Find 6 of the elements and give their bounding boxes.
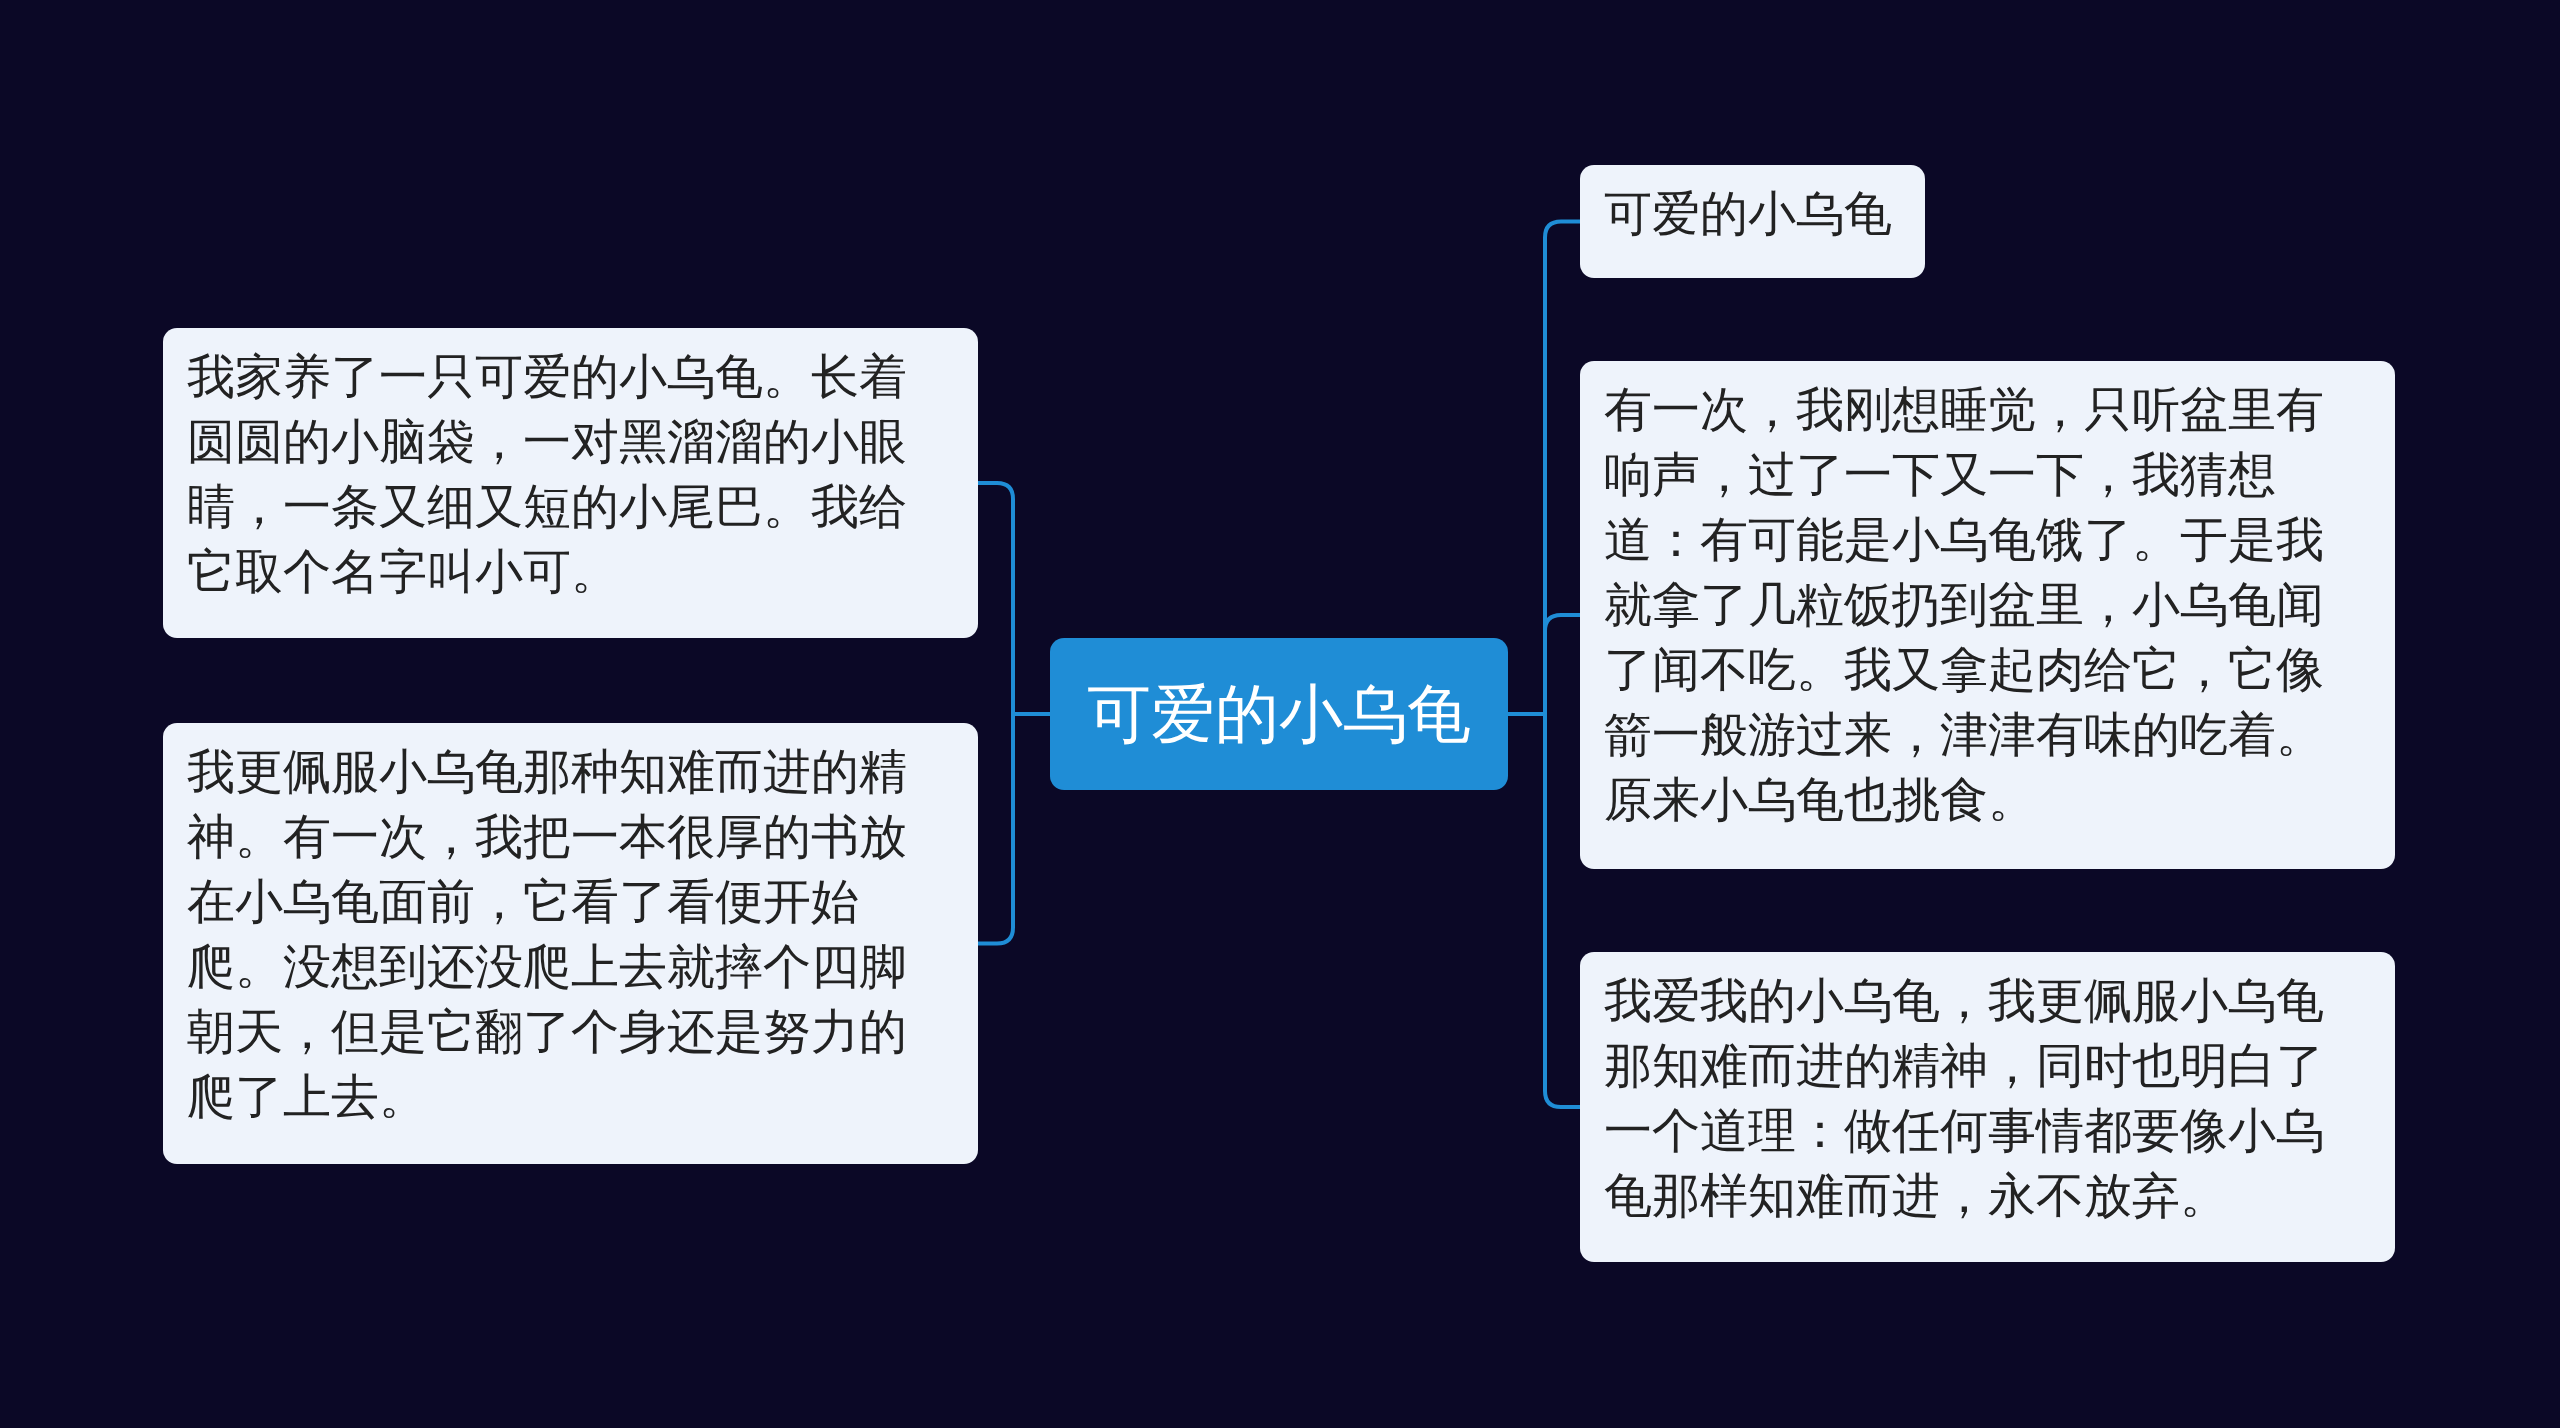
topic-box: 我家养了一只可爱的小乌龟。长着圆圆的小脑袋，一对黑溜溜的小眼睛，一条又细又短的小尾巴。我给它取个名字叫小可。: [163, 328, 978, 638]
central-topic-box: 可爱的小乌龟: [1050, 638, 1508, 790]
topic-box: 我爱我的小乌龟，我更佩服小乌龟那知难而进的精神，同时也明白了一个道理：做任何事情都要像小乌龟那样知难而进，永不放弃。: [1580, 952, 2395, 1262]
topic-box: 我更佩服小乌龟那种知难而进的精神。有一次，我把一本很厚的书放在小乌龟面前，它看了看便开始爬。没想到还没爬上去就摔个四脚朝天，但是它翻了个身还是努力的爬了上去。: [163, 723, 978, 1164]
topic-box: 可爱的小乌龟: [1580, 165, 1925, 278]
topic-box: 有一次，我刚想睡觉，只听盆里有响声，过了一下又一下，我猜想道：有可能是小乌龟饿了。于是我就拿了几粒饭扔到盆里，小乌龟闻了闻不吃。我又拿起肉给它，它像箭一般游过来，津津有味的吃着。原来小乌龟也挑食。: [1580, 361, 2395, 869]
